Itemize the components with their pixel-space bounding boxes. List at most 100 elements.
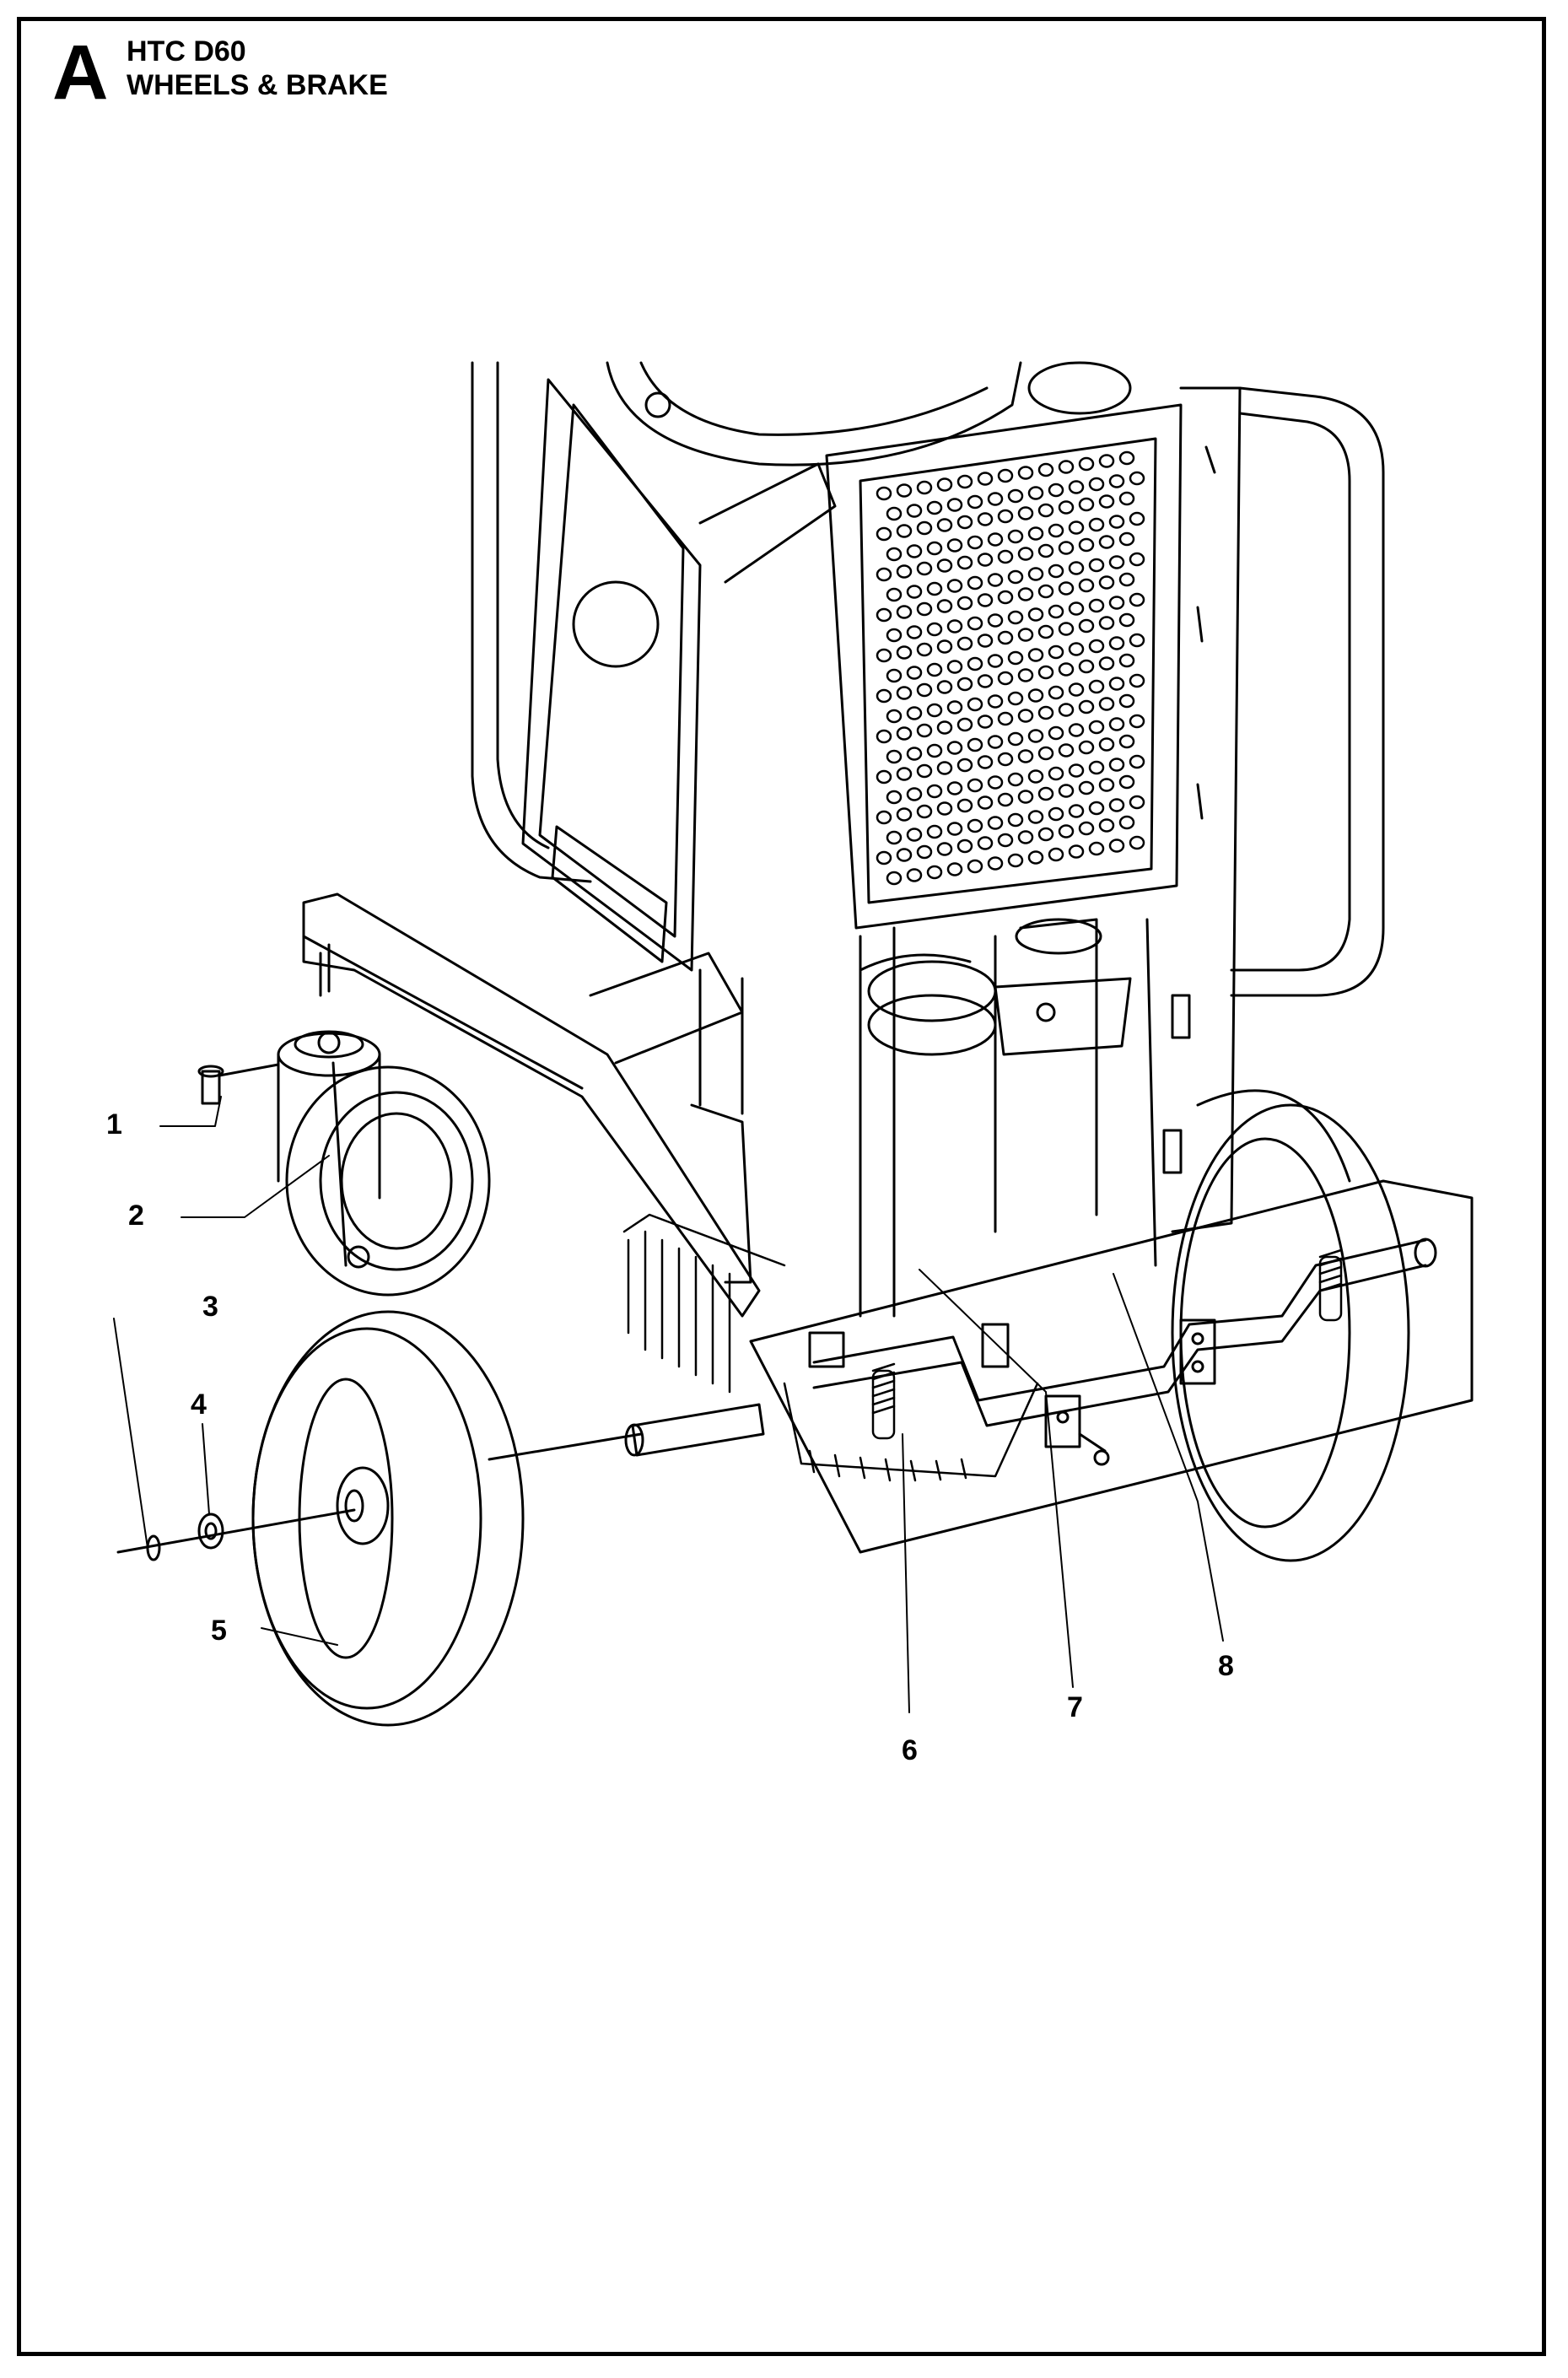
caster-wheel <box>277 943 491 1297</box>
perforation-hole <box>1017 749 1034 763</box>
perforation-hole <box>886 587 903 602</box>
perforation-hole <box>1017 628 1034 642</box>
perforation-hole <box>916 520 933 536</box>
perforation-hole <box>1098 818 1115 833</box>
perforation-hole <box>1017 466 1034 480</box>
perforation-hole <box>1037 665 1054 680</box>
perforation-hole <box>1078 578 1095 593</box>
perforation-hole <box>987 816 1004 830</box>
perforation-hole <box>1027 769 1044 784</box>
perforation-hole <box>946 619 963 634</box>
perforation-hole <box>997 752 1014 767</box>
perforation-hole <box>896 686 913 700</box>
washer-and-clip <box>116 1508 356 1561</box>
perforation-hole <box>1017 830 1034 844</box>
perforation-hole <box>936 801 953 816</box>
perforation-hole <box>1129 633 1145 648</box>
perforation-hole <box>997 833 1014 848</box>
perforation-hole <box>876 526 892 542</box>
perforation-hole <box>1037 746 1054 761</box>
perforation-hole <box>1118 693 1135 709</box>
perforation-hole <box>997 711 1014 726</box>
perforation-hole <box>1058 460 1075 474</box>
perforation-hole <box>896 645 913 660</box>
callout-2: 2 <box>128 1200 144 1232</box>
perforation-hole <box>886 749 903 764</box>
callout-6: 6 <box>902 1734 918 1766</box>
perforation-hole <box>1078 537 1095 553</box>
perforation-hole <box>1007 731 1024 747</box>
perforation-hole <box>987 654 1004 668</box>
perforation-hole <box>1058 743 1075 758</box>
perforation-hole <box>946 741 963 755</box>
perforation-hole <box>916 561 933 576</box>
perforation-hole <box>1048 806 1064 822</box>
perforation-hole <box>967 535 983 550</box>
perforation-hole <box>906 828 923 842</box>
perforation-hole <box>876 607 892 623</box>
perforation-hole <box>997 792 1014 807</box>
perforation-hole <box>1078 618 1095 634</box>
rear-wheel-right <box>1171 1089 1410 1562</box>
perforation-hole <box>916 601 933 617</box>
perforation-hole <box>1088 598 1105 613</box>
perforation-hole <box>1037 543 1054 558</box>
perforation-hole <box>926 784 943 799</box>
perforation-hole <box>936 680 953 694</box>
perforation-hole <box>946 862 963 876</box>
page-frame <box>17 17 1546 2356</box>
perforation-hole <box>1058 500 1075 515</box>
perforation-hole <box>926 541 943 556</box>
perforation-hole <box>1017 709 1034 723</box>
front-wheel <box>251 1310 765 1727</box>
perforation-hole <box>956 677 973 692</box>
perforation-hole <box>1027 567 1044 581</box>
uprights <box>1145 386 1242 1267</box>
perforation-hole <box>906 706 923 720</box>
tank-top <box>606 361 1132 466</box>
perforation-hole <box>1108 717 1125 731</box>
perforation-hole <box>886 628 903 643</box>
perforation-hole <box>1068 642 1085 656</box>
perforation-hole <box>1007 569 1024 585</box>
perforation-hole <box>1088 639 1105 654</box>
perforation-hole <box>997 549 1014 564</box>
perforation-hole <box>1108 798 1125 812</box>
perforation-hole <box>1098 535 1115 549</box>
perforation-hole <box>1007 650 1024 666</box>
callout-7: 7 <box>1067 1691 1083 1723</box>
perforation-hole <box>1118 572 1135 587</box>
perforation-hole <box>987 775 1004 790</box>
perforation-hole <box>997 468 1014 483</box>
perforation-hole <box>1108 636 1125 650</box>
perforation-hole <box>1037 584 1054 599</box>
perforation-hole <box>916 763 933 779</box>
perforation-hole <box>1078 456 1095 472</box>
perforation-hole <box>1027 607 1044 622</box>
perforation-hole <box>956 555 973 570</box>
perforation-hole <box>967 656 983 671</box>
perforation-hole <box>1098 494 1115 509</box>
perforation-hole <box>997 590 1014 605</box>
perforation-hole <box>987 694 1004 709</box>
section-letter: A <box>52 30 109 116</box>
perforation-hole <box>1027 486 1044 500</box>
perforation-hole <box>977 674 994 688</box>
perforation-hole <box>1068 804 1085 818</box>
perforation-hole <box>1068 763 1085 778</box>
perforation-hole <box>1048 644 1064 660</box>
perforation-hole <box>977 836 994 850</box>
perforation-hole <box>1068 723 1085 737</box>
perforation-hole <box>987 532 1004 547</box>
perforation-hole <box>1058 622 1075 636</box>
perforation-hole <box>977 472 994 486</box>
perforation-hole <box>1017 587 1034 601</box>
perforation-hole <box>876 648 892 663</box>
perforation-hole <box>1017 668 1034 682</box>
perforation-hole <box>956 636 973 651</box>
perforation-hole <box>977 512 994 526</box>
side-panel <box>521 378 837 972</box>
perforation-hole <box>1098 697 1115 711</box>
perforation-hole <box>997 671 1014 686</box>
perforation-hole <box>936 639 953 654</box>
